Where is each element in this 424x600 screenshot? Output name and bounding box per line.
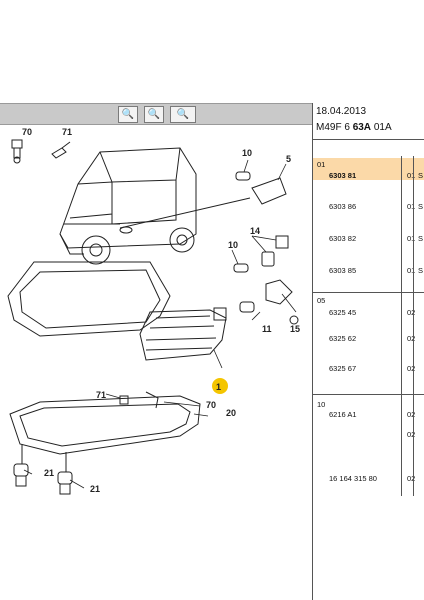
part-reference[interactable]: 6325 62	[329, 334, 357, 343]
table-row[interactable]: 02	[313, 430, 424, 444]
indicator-bulb-icon	[13, 444, 73, 495]
fastener-icon	[11, 139, 23, 164]
code-bold: 63A	[352, 122, 372, 133]
part-quantity: 01	[407, 266, 416, 275]
group-header: 10	[317, 400, 326, 409]
callout-10-top[interactable]: 10	[242, 148, 252, 158]
table-row[interactable]: 6303 82 01 S	[313, 234, 424, 248]
part-quantity: 01	[407, 202, 416, 211]
table-row[interactable]: 6216 A1 02	[313, 410, 424, 424]
callout-10[interactable]: 10	[228, 240, 238, 250]
side-marker-icon	[235, 171, 287, 205]
headlamp-illustration	[7, 261, 227, 361]
callout-1[interactable]: 1	[216, 382, 221, 392]
part-reference[interactable]: 6216 A1	[329, 410, 357, 419]
selected-callout-marker	[212, 378, 228, 394]
screw-icon	[51, 141, 71, 159]
table-row[interactable]: 6325 67 02	[313, 364, 424, 378]
part-reference[interactable]: 6303 81	[329, 171, 357, 180]
part-quantity: 02	[407, 410, 416, 419]
bulb-socket-group	[233, 235, 299, 325]
callout-11[interactable]: 11	[262, 324, 272, 334]
part-quantity: 02	[407, 474, 416, 483]
part-quantity: 02	[407, 430, 416, 439]
table-row[interactable]: 6325 62 02	[313, 334, 424, 348]
zoom-fit-button[interactable]: 🔍	[170, 106, 196, 123]
callout-5[interactable]: 5	[286, 154, 291, 164]
table-row[interactable]: 6303 86 01 S	[313, 202, 424, 216]
callout-15[interactable]: 15	[290, 324, 300, 334]
van-illustration	[59, 147, 251, 265]
part-quantity: 02	[407, 308, 416, 317]
table-row[interactable]: 16 164 315 80 02	[313, 474, 424, 488]
group-divider	[313, 394, 424, 395]
document-date: 18.04.2013	[316, 106, 367, 117]
document-code: M49F 6 63A 01A	[316, 122, 392, 133]
callout-20[interactable]: 20	[226, 408, 236, 418]
parts-table: 01 6303 81 01 S 6303 86 01 S 6303 82 01 …	[313, 156, 424, 600]
callout-70-lower[interactable]: 70	[206, 400, 216, 410]
callout-21-right[interactable]: 21	[90, 484, 100, 494]
callout-70[interactable]: 70	[22, 127, 32, 137]
zoom-out-button[interactable]: 🔍	[144, 106, 164, 123]
parts-diagram: 70 71 10 5 10 14 15 11 71 70 20 21 21 1	[7, 127, 300, 495]
group-header: 01	[317, 160, 326, 169]
part-reference[interactable]: 6325 67	[329, 364, 357, 373]
callout-71-lower[interactable]: 71	[96, 390, 106, 400]
part-reference[interactable]: 6303 85	[329, 266, 357, 275]
indicator-lens-illustration	[9, 391, 201, 455]
callout-71[interactable]: 71	[62, 127, 72, 137]
code-suffix: 01A	[371, 122, 392, 133]
part-quantity: 01	[407, 234, 416, 243]
code-prefix: M49F 6	[316, 122, 353, 133]
callout-21-left[interactable]: 21	[44, 468, 54, 478]
part-extra: S	[418, 266, 424, 275]
zoom-fit-icon: 🔍	[176, 109, 190, 120]
part-extra: S	[418, 234, 424, 243]
part-quantity: 02	[407, 364, 416, 373]
part-reference[interactable]: 16 164 315 80	[329, 474, 377, 483]
header-divider	[313, 139, 424, 140]
zoom-in-button[interactable]: 🔍	[118, 106, 138, 123]
column-divider	[401, 156, 402, 496]
callout-14[interactable]: 14	[250, 226, 260, 236]
zoom-in-icon: 🔍	[121, 109, 135, 120]
part-quantity: 01	[407, 171, 416, 180]
part-extra: S	[418, 202, 424, 211]
part-reference[interactable]: 6303 86	[329, 202, 357, 211]
group-divider	[313, 292, 424, 293]
part-quantity: 02	[407, 334, 416, 343]
zoom-out-icon: 🔍	[147, 109, 161, 120]
panel-divider	[312, 103, 313, 600]
part-extra: S	[418, 171, 424, 180]
part-reference[interactable]: 6325 45	[329, 308, 357, 317]
table-row-highlighted[interactable]: 01 6303 81 01 S	[313, 158, 424, 180]
group-header: 05	[317, 296, 326, 305]
table-row[interactable]: 6303 85 01 S	[313, 266, 424, 280]
table-row[interactable]: 6325 45 02	[313, 308, 424, 322]
diagram-toolbar: 🔍 🔍 🔍	[0, 103, 312, 125]
column-divider	[413, 156, 414, 496]
part-reference[interactable]: 6303 82	[329, 234, 357, 243]
